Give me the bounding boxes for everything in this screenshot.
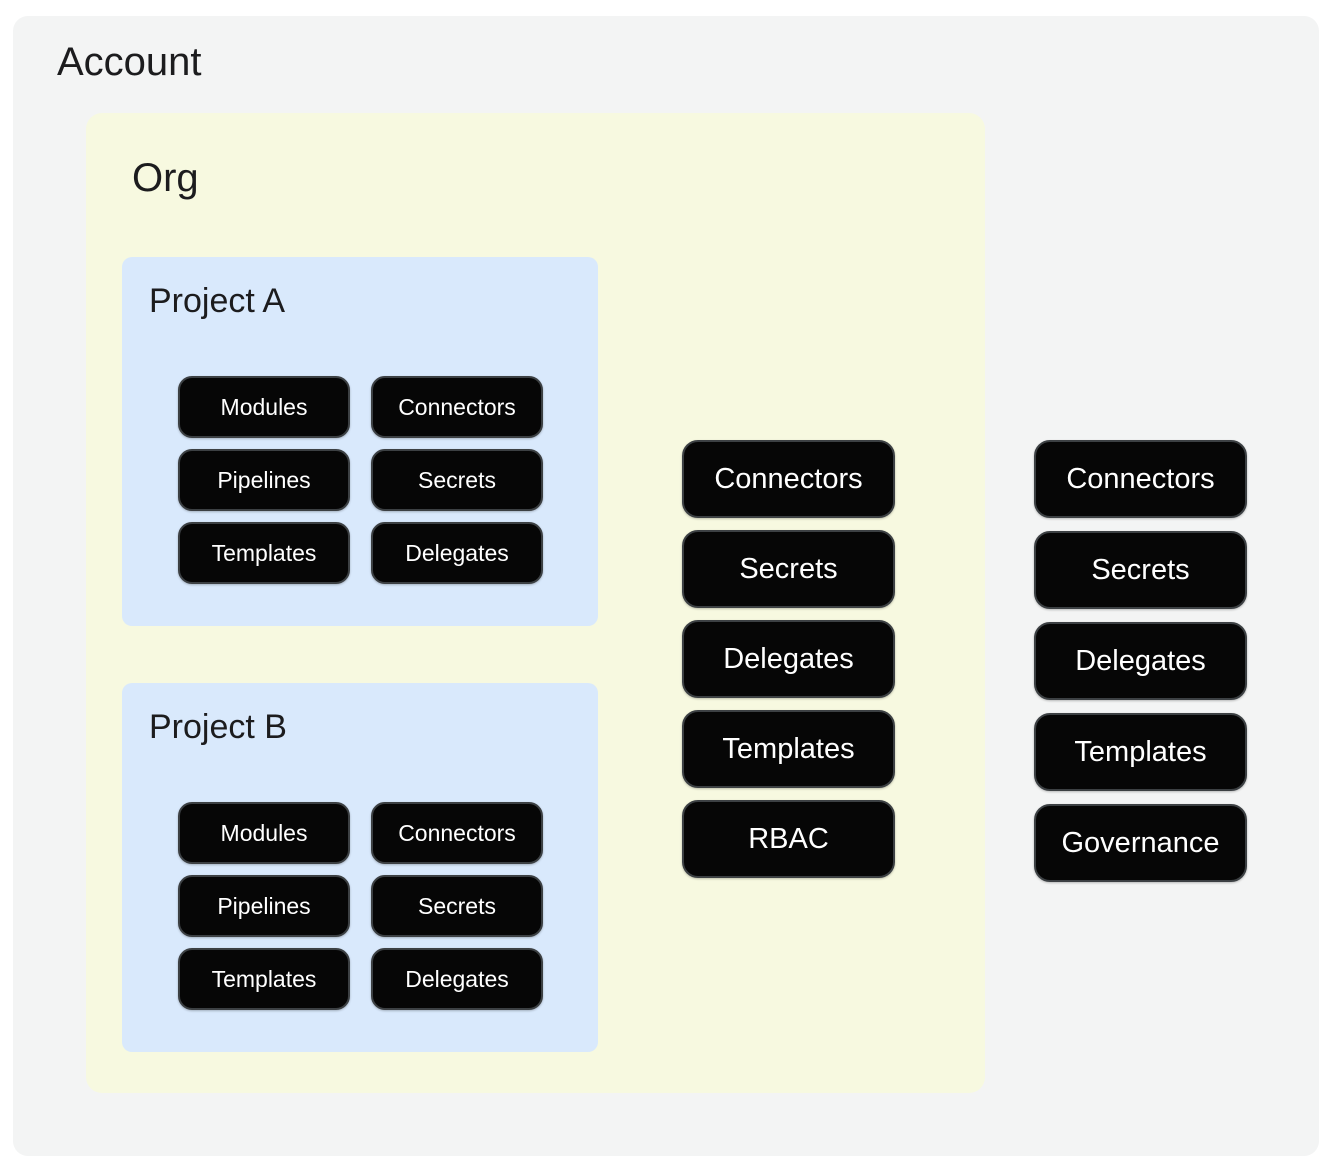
org-pill-rbac: RBAC	[682, 800, 895, 878]
org-pill-connectors: Connectors	[682, 440, 895, 518]
project-a-pill-pipelines: Pipelines	[178, 449, 350, 511]
project-a-pill-modules: Modules	[178, 376, 350, 438]
project-a-pill-grid: Modules Connectors Pipelines Secrets Tem…	[178, 376, 543, 584]
project-a-container: Project A Modules Connectors Pipelines S…	[122, 257, 598, 626]
project-b-title: Project B	[149, 708, 287, 746]
project-b-pill-pipelines: Pipelines	[178, 875, 350, 937]
account-pill-governance: Governance	[1034, 804, 1247, 882]
account-title: Account	[57, 40, 202, 84]
account-pill-connectors: Connectors	[1034, 440, 1247, 518]
project-b-container: Project B Modules Connectors Pipelines S…	[122, 683, 598, 1052]
account-container: Account Org Project A Modules Connectors…	[13, 16, 1319, 1156]
project-b-pill-grid: Modules Connectors Pipelines Secrets Tem…	[178, 802, 543, 1010]
org-pill-secrets: Secrets	[682, 530, 895, 608]
org-title: Org	[132, 156, 199, 200]
org-pill-delegates: Delegates	[682, 620, 895, 698]
project-a-pill-delegates: Delegates	[371, 522, 543, 584]
project-b-pill-connectors: Connectors	[371, 802, 543, 864]
project-b-pill-secrets: Secrets	[371, 875, 543, 937]
project-a-pill-templates: Templates	[178, 522, 350, 584]
org-pill-templates: Templates	[682, 710, 895, 788]
project-a-title: Project A	[149, 282, 286, 320]
project-a-pill-connectors: Connectors	[371, 376, 543, 438]
account-pill-column: Connectors Secrets Delegates Templates G…	[1034, 440, 1247, 882]
org-container: Org Project A Modules Connectors Pipelin…	[86, 113, 985, 1093]
account-pill-delegates: Delegates	[1034, 622, 1247, 700]
project-b-pill-modules: Modules	[178, 802, 350, 864]
account-pill-secrets: Secrets	[1034, 531, 1247, 609]
project-b-pill-templates: Templates	[178, 948, 350, 1010]
account-pill-templates: Templates	[1034, 713, 1247, 791]
project-b-pill-delegates: Delegates	[371, 948, 543, 1010]
org-pill-column: Connectors Secrets Delegates Templates R…	[682, 440, 895, 878]
project-a-pill-secrets: Secrets	[371, 449, 543, 511]
